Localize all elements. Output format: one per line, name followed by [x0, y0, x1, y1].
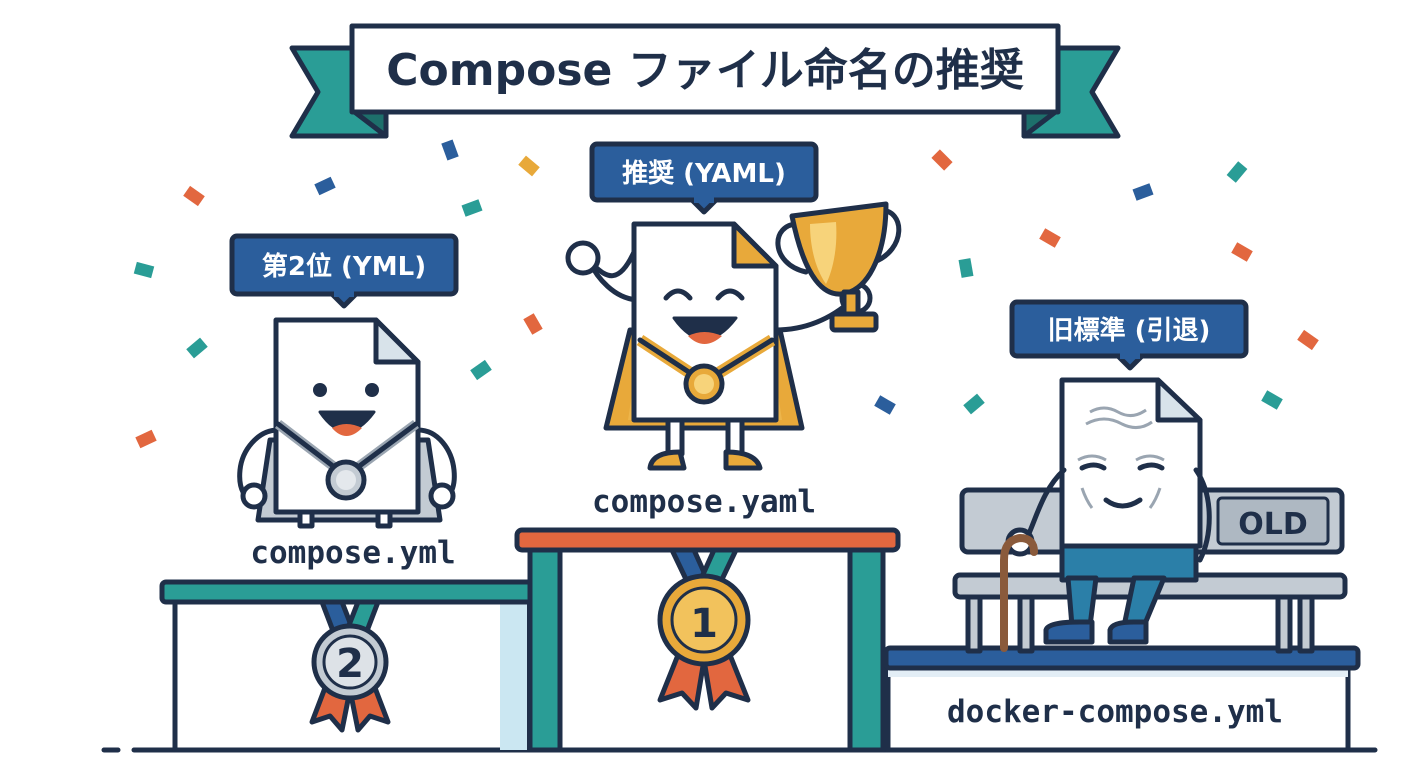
character-second-file — [237, 317, 457, 529]
filename-first: compose.yaml — [592, 484, 816, 520]
podium-old — [883, 645, 1361, 753]
tag-first-label: 推奨 (YAML) — [622, 159, 786, 189]
trophy-icon — [775, 201, 902, 333]
tag-first: 推奨 (YAML) — [589, 141, 819, 215]
character-old-file — [1000, 377, 1212, 652]
tag-old: 旧標準 (引退) — [1009, 299, 1249, 371]
medal-number-second: 2 — [336, 641, 364, 687]
bench: OLD — [952, 487, 1348, 654]
medal-number-first: 1 — [690, 601, 718, 647]
page-title: Compose ファイル命名の推奨 — [386, 45, 1023, 96]
filename-second: compose.yml — [250, 535, 455, 571]
silver-medal: 2 — [309, 599, 391, 733]
cane-icon — [1000, 533, 1038, 652]
podium-second: 2 — [159, 579, 543, 753]
tag-second-label: 第2位 (YML) — [262, 251, 426, 282]
character-first-file — [565, 201, 902, 471]
tag-old-label: 旧標準 (引退) — [1048, 315, 1211, 346]
podium-first: 1 — [514, 527, 901, 753]
bench-label: OLD — [1238, 507, 1308, 542]
gold-medal: 1 — [657, 547, 751, 711]
confetti — [133, 139, 1319, 449]
filename-old: docker-compose.yml — [947, 694, 1283, 730]
title-banner: Compose ファイル命名の推奨 — [289, 23, 1121, 139]
tag-second: 第2位 (YML) — [229, 233, 459, 309]
